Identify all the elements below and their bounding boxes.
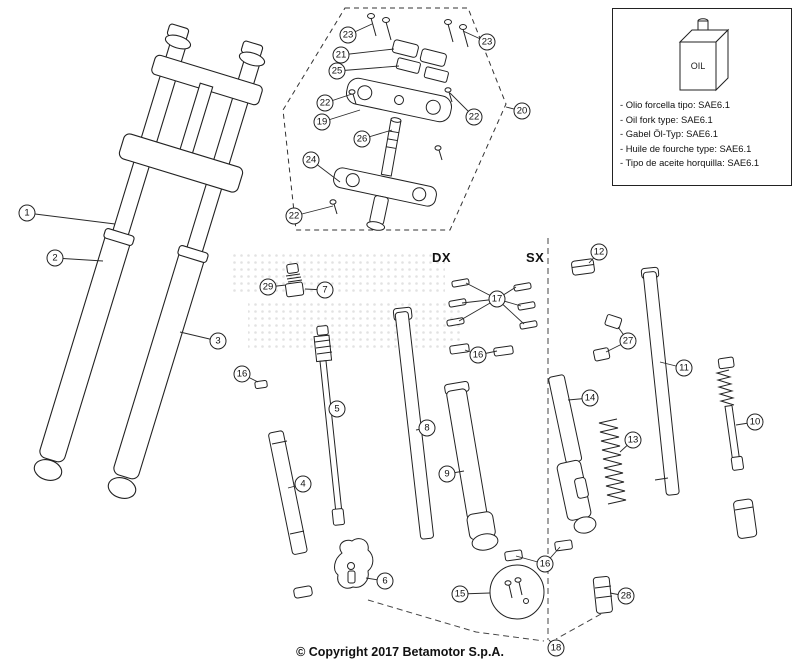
callout-3[interactable]: 3 [209, 332, 227, 350]
detail-circle-screws [489, 564, 545, 620]
part-spring-guide-tube [268, 430, 308, 555]
oil-spec-lines: - Olio forcella tipo: SAE6.1 - Oil fork … [613, 96, 791, 171]
callout-27[interactable]: 27 [619, 332, 637, 350]
oil-spec-line-en: - Oil fork type: SAE6.1 [620, 113, 713, 125]
part-bushings-mid [449, 343, 514, 357]
callout-16-bottom[interactable]: 16 [536, 555, 554, 573]
callout-16-mid[interactable]: 16 [469, 346, 487, 364]
oil-spec-line-fr: - Huile de fourche type: SAE6.1 [620, 142, 752, 154]
oil-spec-line-de: - Gabel Öl-Typ: SAE6.1 [620, 128, 718, 140]
part-cartridge [444, 380, 499, 551]
callout-26[interactable]: 26 [353, 130, 371, 148]
part-fork-cap [571, 258, 595, 276]
callout-20[interactable]: 20 [513, 102, 531, 120]
callout-28[interactable]: 28 [617, 587, 635, 605]
oil-spec-box: OIL - Olio forcella tipo: SAE6.1 - Oil f… [612, 8, 792, 186]
callout-22-right[interactable]: 22 [465, 108, 483, 126]
callout-6[interactable]: 6 [376, 572, 394, 590]
callout-5[interactable]: 5 [328, 400, 346, 418]
callout-8[interactable]: 8 [418, 419, 436, 437]
label-dx: DX [432, 250, 452, 265]
callout-14[interactable]: 14 [581, 389, 599, 407]
part-spring [598, 418, 627, 505]
copyright-text: © Copyright 2017 Betamotor S.p.A. [296, 645, 504, 659]
callout-29[interactable]: 29 [259, 278, 277, 296]
part-axle-pinch-clamp [334, 538, 374, 589]
callout-17[interactable]: 17 [488, 290, 506, 308]
callout-11[interactable]: 11 [675, 359, 693, 377]
callout-12[interactable]: 12 [590, 243, 608, 261]
callout-21[interactable]: 21 [332, 46, 350, 64]
oil-can-icon: OIL [678, 18, 730, 92]
callout-23-right[interactable]: 23 [478, 33, 496, 51]
callout-10[interactable]: 10 [746, 413, 764, 431]
callout-15[interactable]: 15 [451, 585, 469, 603]
part-steering-stem [380, 117, 402, 177]
part-handlebar-screws [367, 13, 469, 48]
part-handlebar-risers [391, 39, 449, 83]
assembly-centerline [367, 238, 602, 642]
part-adjuster [285, 262, 305, 298]
callout-18[interactable]: 18 [547, 639, 565, 657]
part-end-cylinder [733, 498, 758, 539]
part-small-cylinder [293, 585, 313, 599]
part-fork-assembly [33, 23, 266, 499]
callout-9[interactable]: 9 [438, 465, 456, 483]
part-inner-tube [640, 266, 680, 496]
part-leg-sx [548, 374, 597, 534]
oil-spec-line-es: - Tipo de aceite horquilla: SAE6.1 [620, 157, 760, 169]
part-pin-set-dx [446, 278, 470, 327]
callout-19[interactable]: 19 [313, 113, 331, 131]
callout-24[interactable]: 24 [302, 151, 320, 169]
callout-7[interactable]: 7 [316, 281, 334, 299]
oil-spec-line-it: - Olio forcella tipo: SAE6.1 [620, 99, 730, 110]
callout-25[interactable]: 25 [328, 62, 346, 80]
part-spring-rod [715, 356, 744, 471]
callout-13[interactable]: 13 [624, 431, 642, 449]
label-sx: SX [526, 250, 545, 265]
part-upper-triple-clamp [346, 77, 452, 123]
watermark-dots [230, 250, 463, 348]
part-seal-kit [592, 575, 613, 614]
callout-4[interactable]: 4 [294, 475, 312, 493]
callout-16-left[interactable]: 16 [233, 365, 251, 383]
detail-box-outline [282, 7, 507, 231]
callout-22-lower[interactable]: 22 [285, 207, 303, 225]
callout-2[interactable]: 2 [46, 249, 64, 267]
oil-can-label: OIL [691, 61, 706, 71]
part-protection-clips [592, 314, 623, 362]
part-lower-triple-clamp [333, 167, 437, 231]
part-washer-left [254, 379, 268, 390]
callout-1[interactable]: 1 [18, 204, 36, 222]
callout-23-left[interactable]: 23 [339, 26, 357, 44]
callout-22-upper[interactable]: 22 [316, 94, 334, 112]
part-rebound-rod [313, 325, 345, 526]
part-pin-set-sx [513, 282, 538, 330]
